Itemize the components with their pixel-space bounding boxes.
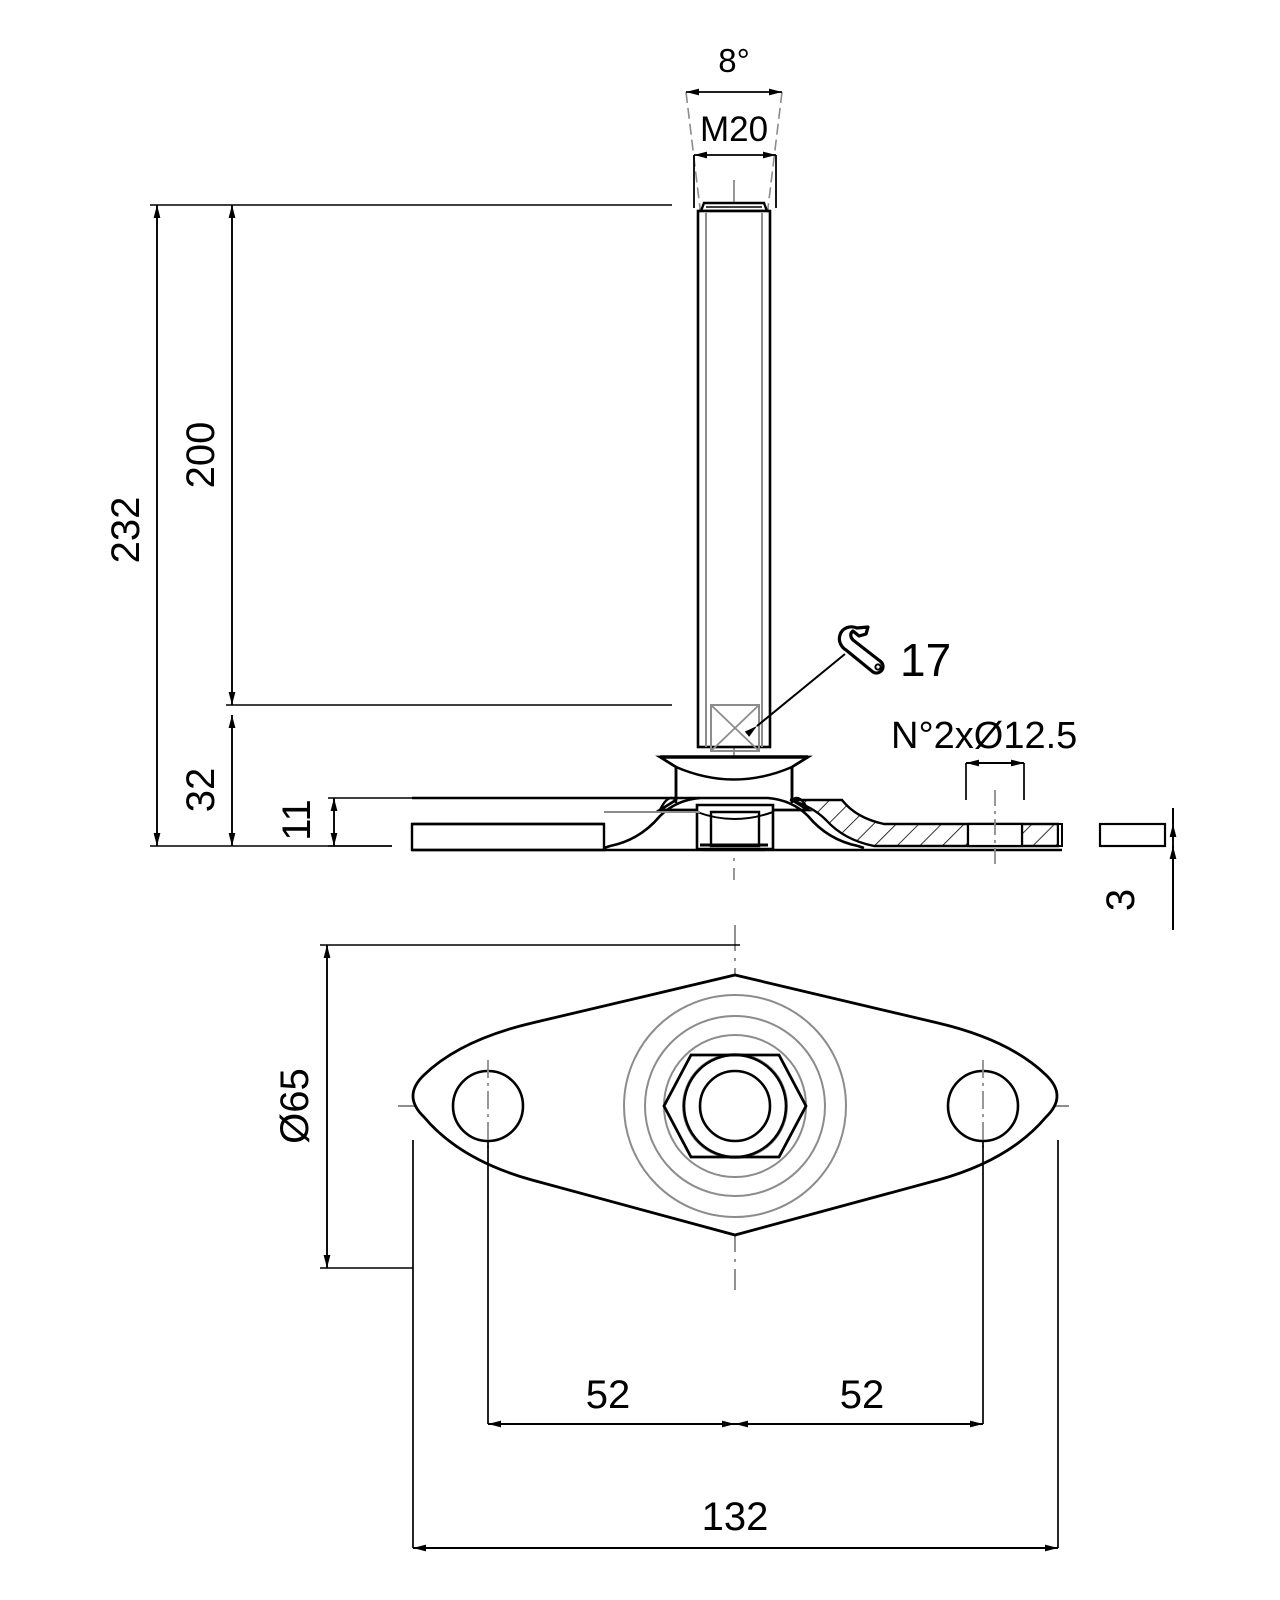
dimension-diameter-65: Ø65: [273, 944, 740, 1269]
hex-nut-lower: [695, 803, 775, 852]
plan-view: Ø65 52 52 132: [273, 925, 1075, 1552]
dimension-11-text: 11: [275, 799, 319, 841]
wrench-size-text: 17: [900, 634, 951, 686]
dimension-200-text: 200: [179, 422, 223, 489]
front-elevation-view: 8° M20: [104, 42, 1177, 930]
wrench-size-callout: 17: [744, 625, 951, 737]
wrench-flat-square: [710, 704, 760, 752]
hole-callout: N°2xØ12.5: [891, 715, 1077, 800]
hex-nut-plan: [662, 1053, 808, 1159]
base-plate-outline: [411, 973, 1059, 1237]
dimension-200: 200: [179, 205, 672, 706]
thread-dimension-text: M20: [700, 110, 768, 149]
hole-callout-text: N°2xØ12.5: [891, 715, 1077, 757]
dimension-232-text: 232: [104, 497, 148, 564]
angle-dimension-8deg: 8°: [686, 42, 782, 96]
thread-dimension-m20: M20: [693, 110, 777, 208]
dimension-132-text: 132: [702, 1495, 769, 1539]
wrench-icon: [837, 625, 885, 675]
threaded-stud: [696, 201, 772, 749]
dimension-132: 132: [412, 1140, 1059, 1552]
angle-dimension-text: 8°: [718, 42, 750, 79]
dimension-52-right-text: 52: [840, 1373, 885, 1417]
dimension-3: 3: [1098, 808, 1177, 930]
dimension-3-text: 3: [1099, 889, 1143, 911]
dimension-diameter-65-text: Ø65: [273, 1068, 317, 1144]
dimension-11: 11: [275, 797, 412, 847]
dimension-232: 232: [104, 204, 672, 847]
dimension-32: 32: [179, 715, 236, 846]
base-plate-section: [410, 790, 1063, 866]
dimension-52-right: 52: [735, 1140, 984, 1428]
dimension-52-left: 52: [487, 1140, 735, 1428]
base-pad-profile: [412, 796, 865, 850]
dimension-52-left-text: 52: [586, 1373, 631, 1417]
dimension-32-text: 32: [179, 768, 223, 813]
